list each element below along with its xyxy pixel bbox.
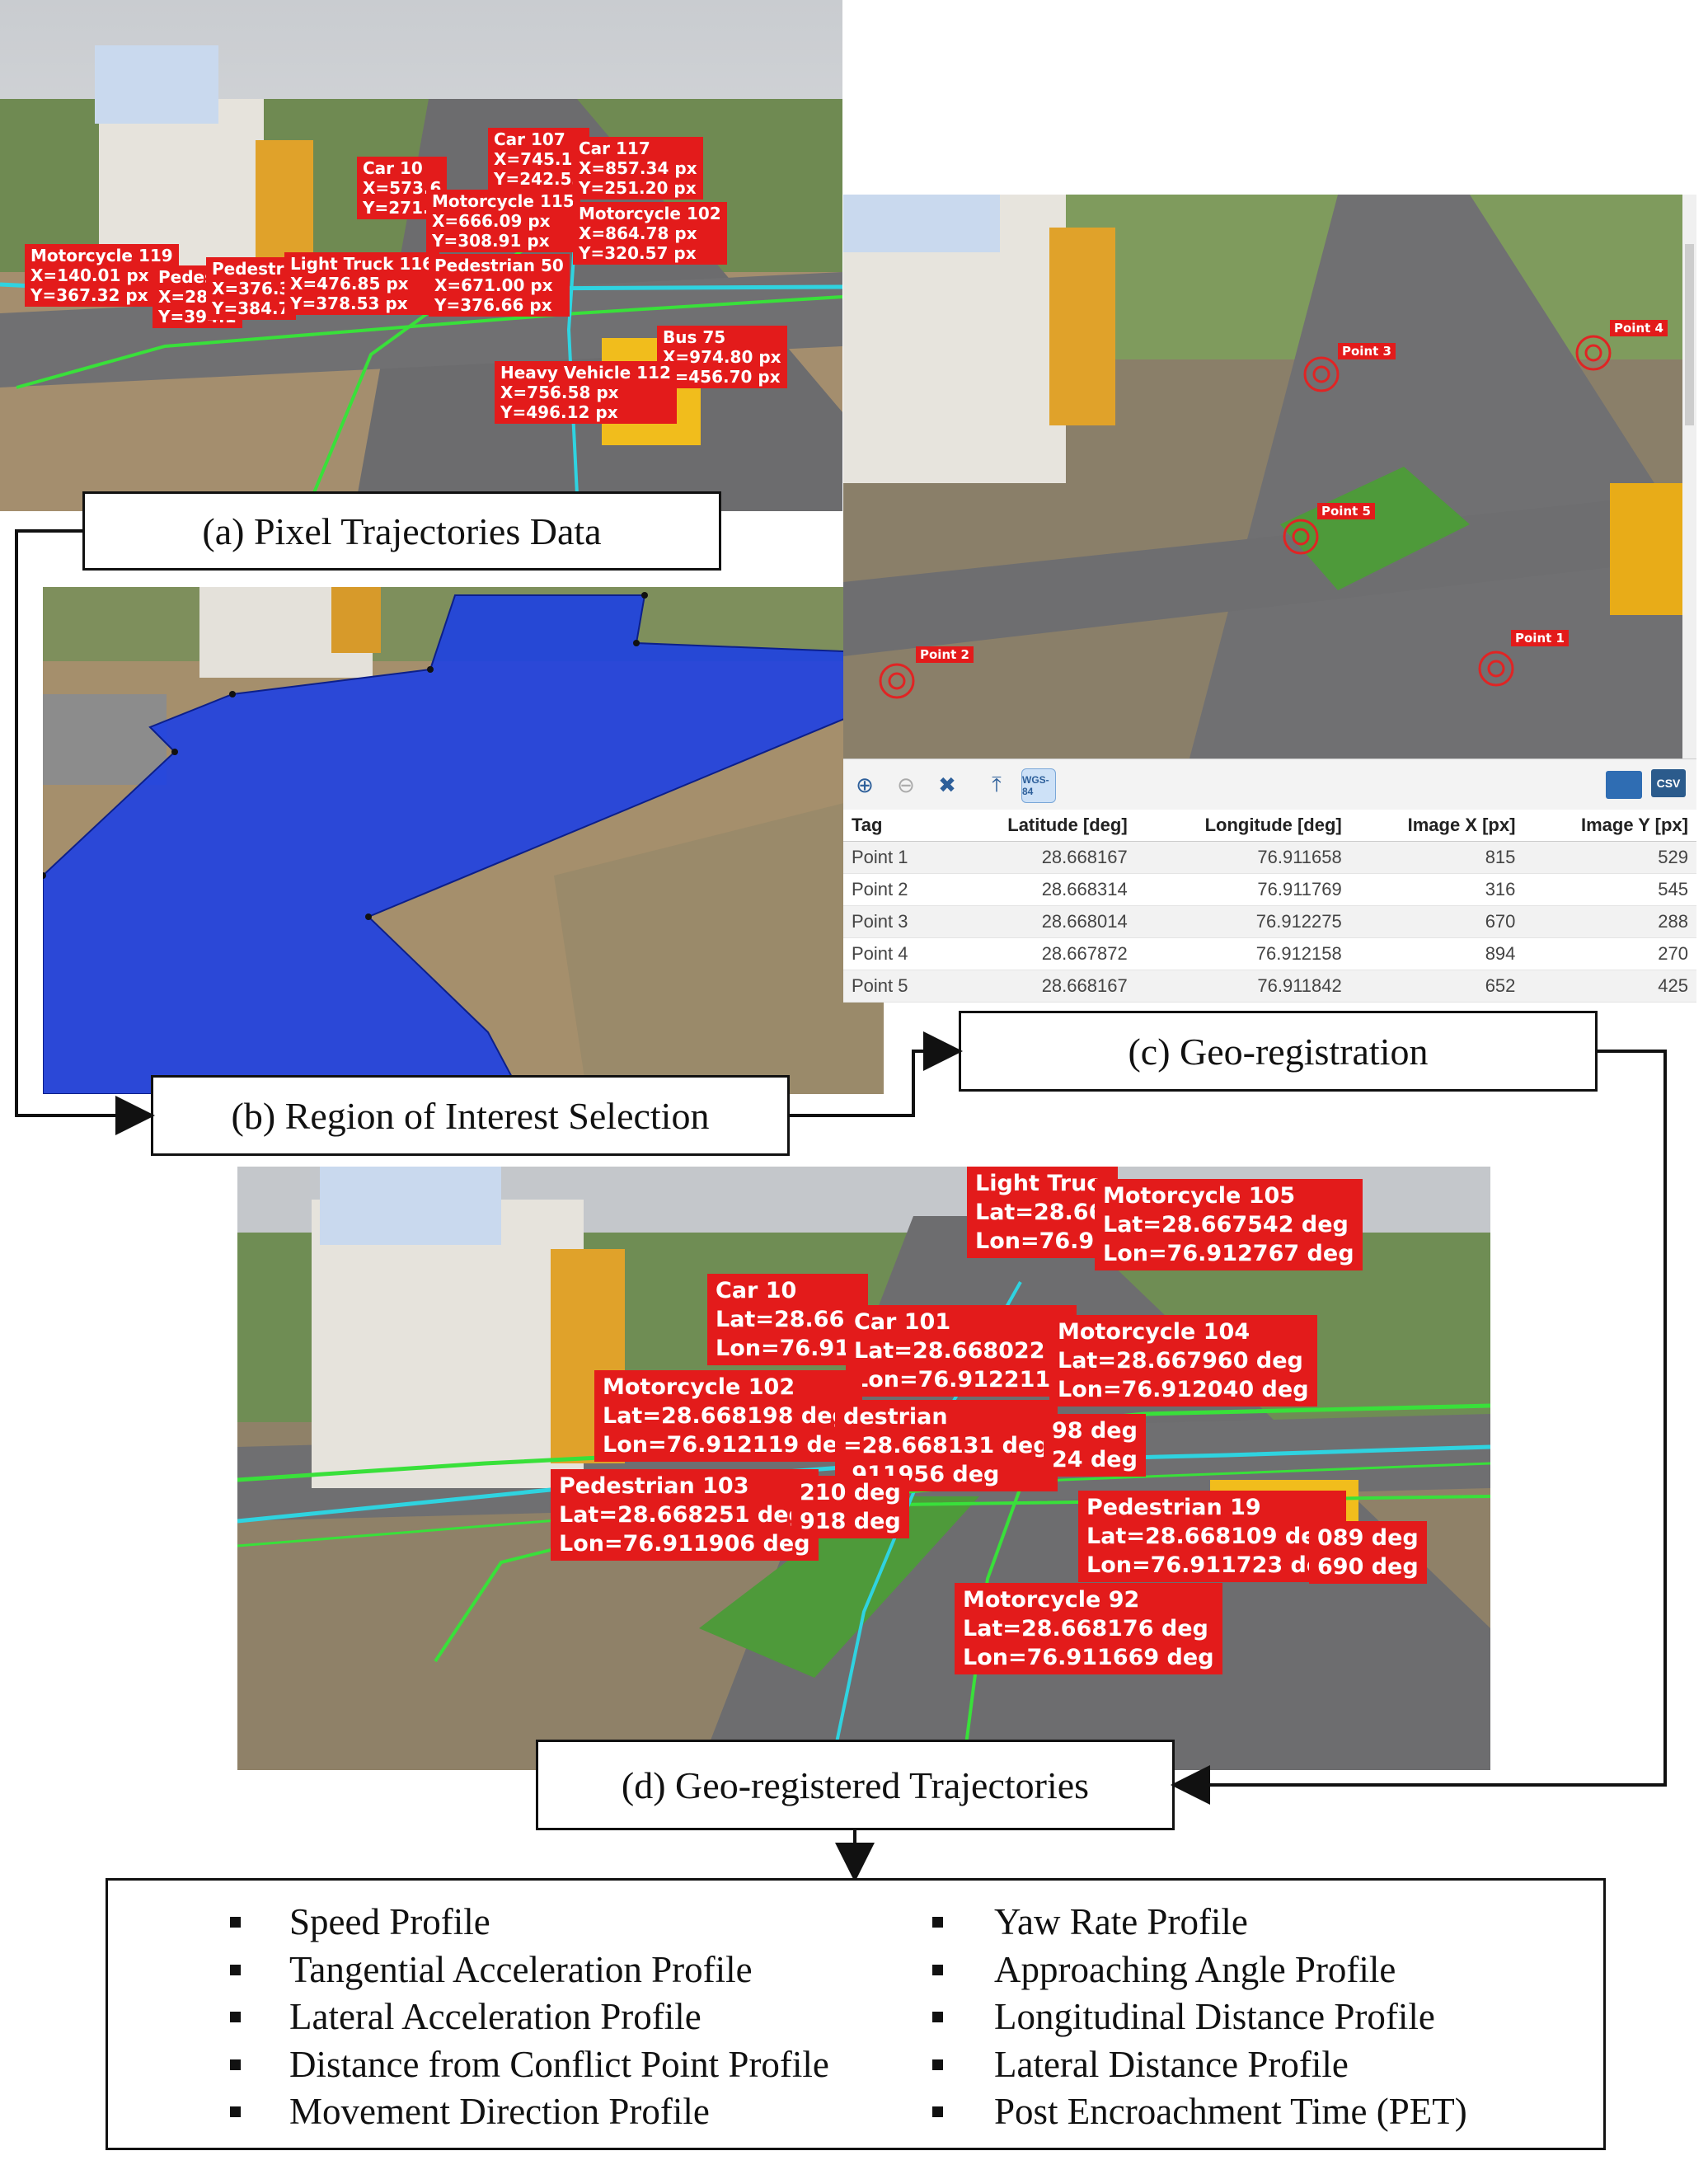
list-item: Speed Profile — [108, 1899, 829, 1947]
point-5-marker-label[interactable]: Point 5 — [1317, 503, 1375, 519]
caption-a: (a) Pixel Trajectories Data — [82, 491, 721, 571]
list-item: Tangential Acceleration Profile — [108, 1947, 829, 1994]
csv-export-button[interactable]: CSV — [1651, 769, 1686, 797]
panel-b-region-of-interest — [43, 587, 884, 1094]
point-4-marker-label[interactable]: Point 4 — [1610, 320, 1668, 336]
list-item: Approaching Angle Profile — [932, 1947, 1467, 1994]
caption-d: (d) Geo-registered Trajectories — [536, 1740, 1175, 1830]
list-item: Longitudinal Distance Profile — [932, 1994, 1467, 2041]
utm-icon[interactable]: ⤒ — [992, 772, 1002, 796]
panel-b-scene — [43, 587, 884, 1094]
panel-a-scene — [0, 0, 842, 511]
list-item: Distance from Conflict Point Profile — [108, 2041, 829, 2089]
wgs84-button[interactable]: WGS-84 — [1021, 768, 1056, 803]
geo-toolbar: ⊕ ⊖ ✖ ⤒ WGS-84 CSV — [843, 758, 1696, 810]
col-image-y[interactable]: Image Y [px] — [1523, 810, 1696, 842]
list-item: Post Encroachment Time (PET) — [932, 2088, 1467, 2136]
col-longitude[interactable]: Longitude [deg] — [1135, 810, 1350, 842]
folder-icon[interactable] — [1606, 771, 1642, 799]
panel-c-scene — [843, 195, 1696, 758]
clear-icon[interactable]: ✖ — [938, 772, 956, 797]
list-item: Lateral Distance Profile — [932, 2041, 1467, 2089]
point-3-marker-label[interactable]: Point 3 — [1338, 343, 1396, 359]
metrics-left-column: Speed Profile Tangential Acceleration Pr… — [108, 1899, 829, 2136]
col-tag[interactable]: Tag — [843, 810, 946, 842]
caption-b: (b) Region of Interest Selection — [151, 1075, 790, 1156]
geo-points-table: Tag Latitude [deg] Longitude [deg] Image… — [843, 810, 1696, 1003]
point-1-marker-label[interactable]: Point 1 — [1511, 630, 1569, 646]
col-latitude[interactable]: Latitude [deg] — [945, 810, 1136, 842]
point-2-marker-label[interactable]: Point 2 — [916, 646, 974, 663]
list-item: Yaw Rate Profile — [932, 1899, 1467, 1947]
tag-pedestrian-d1: destrian=28.668131 deg.911956 deg — [835, 1400, 1058, 1491]
metrics-right-column: Yaw Rate Profile Approaching Angle Profi… — [932, 1899, 1467, 2136]
list-item: Movement Direction Profile — [108, 2088, 829, 2136]
col-image-x[interactable]: Image X [px] — [1349, 810, 1524, 842]
caption-c: (c) Geo-registration — [959, 1011, 1598, 1092]
table-header-row: Tag Latitude [deg] Longitude [deg] Image… — [843, 810, 1696, 842]
panel-c-geo-registration: Point 1 Point 2 Point 3 Point 4 Point 5 — [843, 195, 1696, 758]
remove-point-icon[interactable]: ⊖ — [897, 772, 915, 797]
output-profiles-box: Speed Profile Tangential Acceleration Pr… — [106, 1878, 1606, 2150]
add-point-icon[interactable]: ⊕ — [856, 772, 874, 797]
list-item: Lateral Acceleration Profile — [108, 1994, 829, 2041]
